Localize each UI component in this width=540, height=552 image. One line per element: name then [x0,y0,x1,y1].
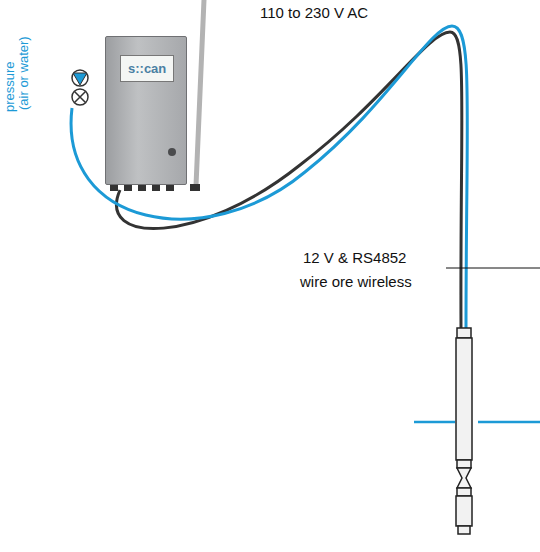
controller-box: s::can [105,36,187,185]
pressure-hose [71,26,467,342]
connection-label: wire ore wireless [300,273,412,290]
pressure-medium-label: (air or water) [17,36,31,110]
signal-label: 12 V & RS4852 [303,249,406,266]
power-cable [196,0,204,186]
supply-voltage: 110 to 230 V AC [260,4,368,21]
cable-glands [110,184,200,191]
probe [456,328,472,534]
valve-symbols [72,70,88,105]
controller-knob [168,148,176,156]
leader-line [446,268,540,269]
water-level [414,421,540,424]
pressure-label: pressure [3,61,17,112]
display-screen-text: s::can [120,55,174,82]
